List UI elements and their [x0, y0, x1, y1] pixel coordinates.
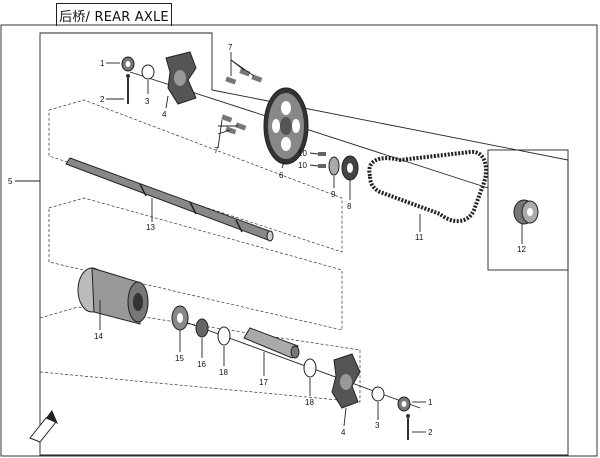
callout-7-top: 7	[228, 43, 233, 52]
callout-2-top: 2	[100, 95, 105, 104]
leader-lines	[15, 52, 523, 433]
callout-3-bottom: 3	[375, 421, 380, 430]
flange-part-4-top	[165, 51, 197, 105]
callout-8: 8	[347, 202, 352, 211]
callout-17: 17	[259, 378, 268, 387]
housing-group-box	[48, 197, 343, 331]
callout-14: 14	[94, 332, 103, 341]
callout-16: 16	[197, 360, 206, 369]
hub-part-12	[513, 199, 539, 225]
callout-2-bottom: 2	[428, 428, 433, 437]
washer-part-3-top	[141, 64, 155, 80]
nut-part-1-top	[121, 56, 135, 72]
callout-15: 15	[175, 354, 184, 363]
drive-sprocket-part-8	[341, 155, 359, 181]
cotter-pin-part-2-top	[126, 74, 130, 104]
spacer-part-17	[243, 327, 300, 359]
callout-1-top: 1	[100, 59, 105, 68]
ring-part-18-right	[303, 358, 317, 378]
ring-part-18-left	[217, 326, 231, 346]
flange-part-4-bottom	[331, 353, 361, 409]
callout-10-top: 10	[298, 149, 307, 158]
outer-frame	[0, 24, 598, 457]
callout-12: 12	[517, 245, 526, 254]
assembly-boundary	[39, 32, 569, 456]
housing-part-14	[77, 267, 149, 325]
callout-18-right: 18	[305, 398, 314, 407]
callout-11: 11	[415, 233, 424, 242]
diagram-title: 后桥/ REAR AXLE	[56, 3, 172, 26]
callout-6: 6	[279, 171, 284, 180]
callout-7-bottom: 7	[214, 146, 219, 155]
callout-10-bottom: 10	[298, 161, 307, 170]
bolts-part-7	[221, 68, 263, 135]
bearing-part-15	[171, 305, 189, 331]
washer-part-3-bottom	[371, 386, 385, 402]
callout-13: 13	[146, 223, 155, 232]
callout-3-top: 3	[145, 97, 150, 106]
callout-9: 9	[331, 190, 336, 199]
shaft-group-box	[48, 99, 343, 253]
callout-4-top: 4	[162, 110, 167, 119]
callout-4-bottom: 4	[341, 428, 346, 437]
cotter-pin-part-2-bottom	[406, 414, 410, 440]
bolts-part-10	[318, 152, 326, 168]
nut-part-1-bottom	[397, 396, 411, 412]
chain-part-11	[367, 149, 488, 223]
lower-group-box	[39, 306, 361, 403]
retainer-part-9	[328, 156, 340, 176]
callout-5: 5	[8, 177, 13, 186]
sprocket-part-6	[263, 87, 309, 165]
hub-box	[487, 149, 569, 271]
seal-part-16	[195, 318, 209, 338]
callout-1-bottom: 1	[428, 398, 433, 407]
shaft-part-13	[65, 157, 274, 242]
front-direction-icon	[29, 410, 58, 443]
callout-18-left: 18	[219, 368, 228, 377]
